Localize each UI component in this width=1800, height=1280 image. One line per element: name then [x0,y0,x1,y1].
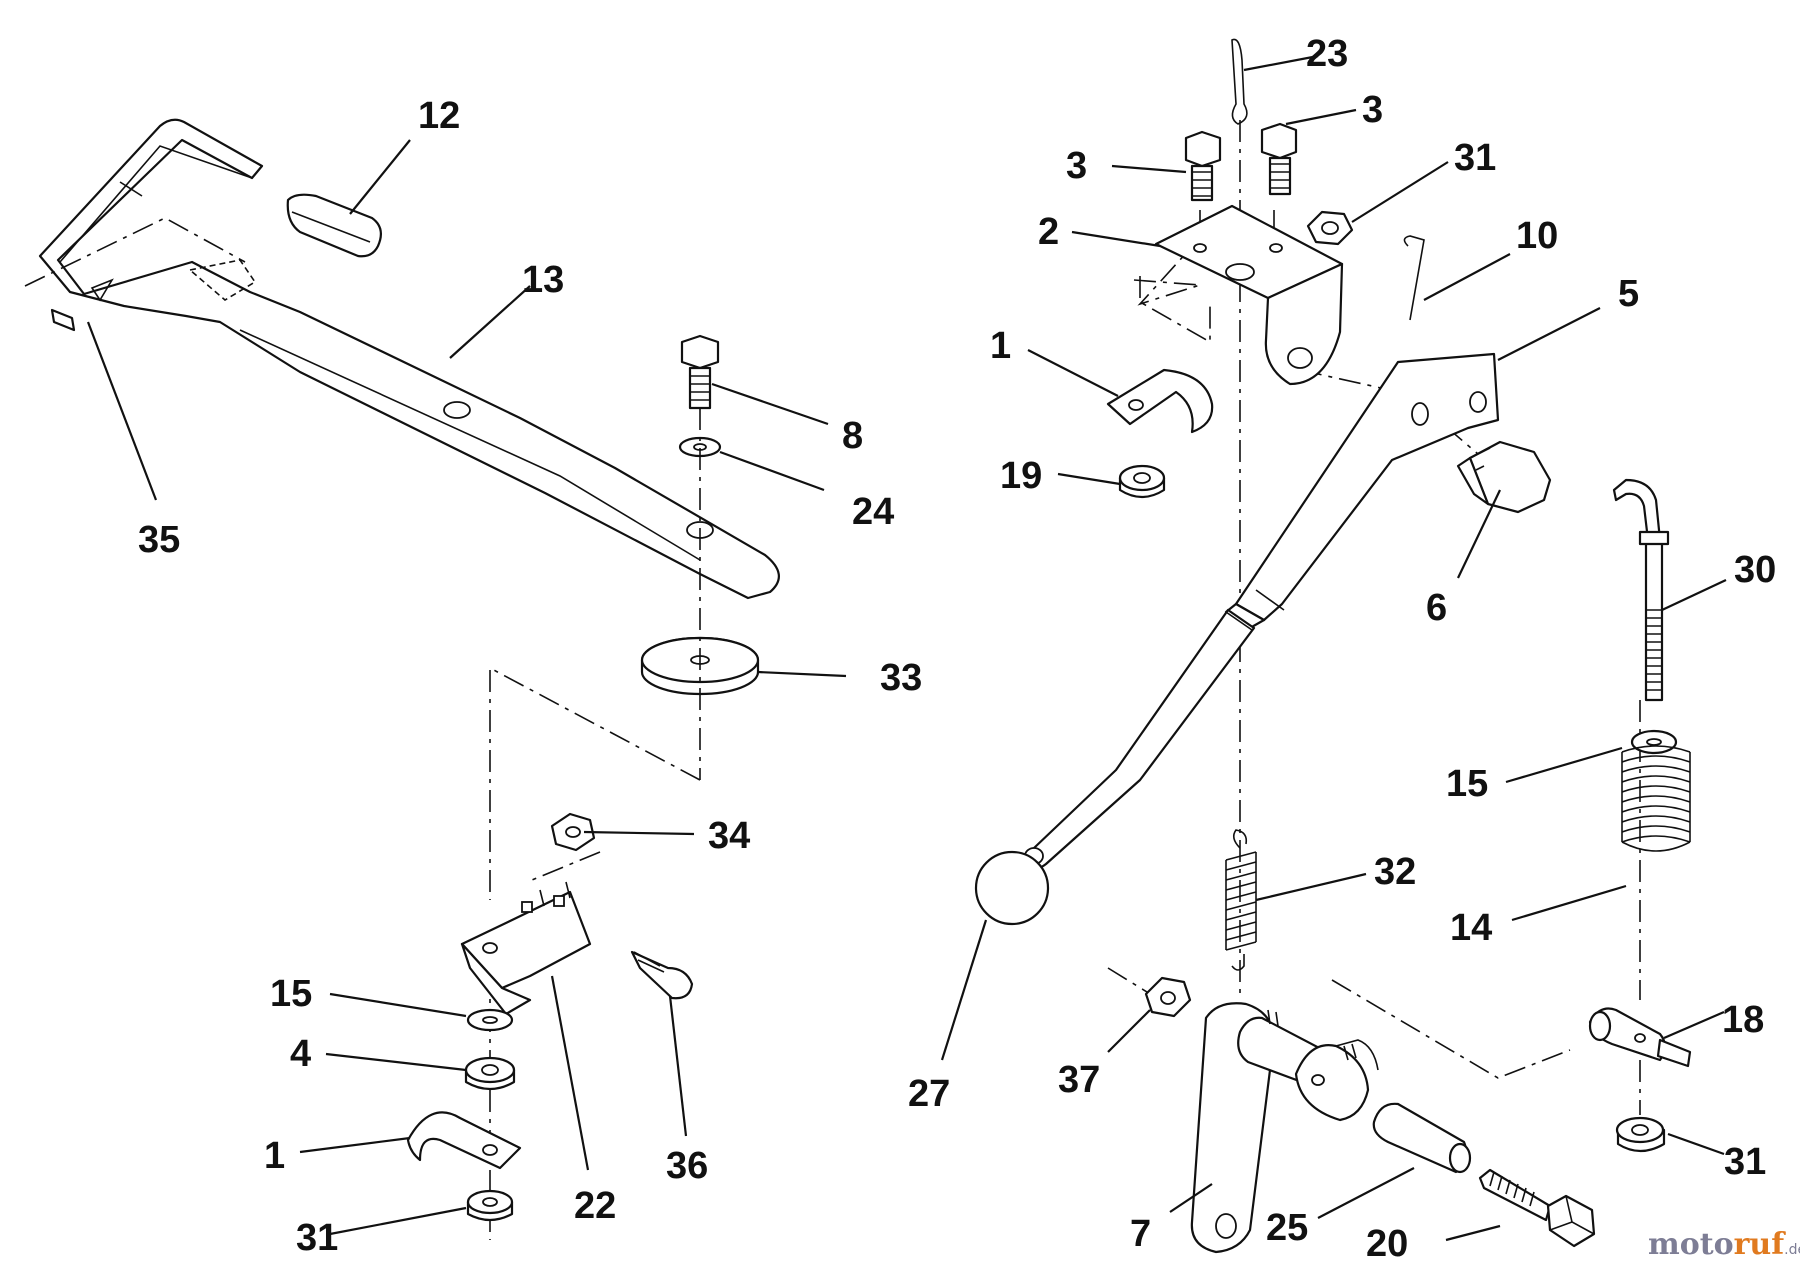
callout-8: 8 [842,415,863,457]
callout-19: 19 [1000,455,1042,497]
knob-part-27 [974,850,1050,926]
callout-32: 32 [1374,851,1416,893]
svg-text:motoruf.de: motoruf.de [1648,1227,1800,1262]
pin-part-35 [50,308,76,332]
bolt-part-3-right [1260,122,1298,196]
clip-part-1-right [1106,368,1214,434]
nut-part-34 [550,812,596,852]
guide-line-grip [24,217,246,287]
spring-part-14 [1621,745,1691,852]
callout-31: 31 [1454,137,1496,179]
bolt-part-8 [680,334,720,410]
guide-line-bracket-2 [1133,239,1201,306]
bolt-part-3-left [1184,130,1222,202]
grip-part-12 [286,193,383,258]
guide-line-left-box [489,666,701,900]
callout-14: 14 [1450,907,1492,949]
bellcrank-part-7 [1190,1002,1379,1254]
callout-7: 7 [1130,1213,1151,1255]
watermark-tld: .de [1784,1242,1800,1258]
callout-35: 35 [138,519,180,561]
callout-23: 23 [1306,33,1348,75]
callout-20: 20 [1366,1223,1408,1265]
callout-37: 37 [1058,1059,1100,1101]
callout-24: 24 [852,491,894,533]
handle-lever-part-13 [38,118,780,600]
callout-5: 5 [1618,273,1639,315]
watermark-brand-b: ruf [1734,1227,1787,1262]
shoulder-bolt-part-6 [1456,440,1552,514]
nut-part-31-left [466,1189,514,1222]
callout-1: 1 [990,325,1011,367]
callout-2: 2 [1038,211,1059,253]
guide-line-clip-1 [1139,276,1211,344]
spacer-part-25 [1372,1102,1472,1174]
carriage-bolt-part-36 [630,950,694,1000]
watermark-logo: motoruf.de [1648,1227,1800,1262]
ferrule-part-18 [1588,1007,1692,1068]
callout-13: 13 [522,259,564,301]
clip-part-1-left [406,1111,522,1170]
shift-lever-part-5 [1024,352,1500,870]
bolt-part-20 [1478,1168,1596,1248]
callout-15: 15 [1446,763,1488,805]
callout-30: 30 [1734,549,1776,591]
callout-31: 31 [296,1217,338,1259]
callout-27: 27 [908,1073,950,1115]
nut-part-37 [1144,976,1192,1018]
callout-3: 3 [1066,145,1087,187]
callout-31: 31 [1724,1141,1766,1183]
leader-lines [86,54,1727,1242]
washer-part-15-left [466,1008,514,1032]
bracket-part-22 [460,881,592,1016]
nut-part-31-top [1306,210,1354,246]
callout-36: 36 [666,1145,708,1187]
guide-line-bell [1331,979,1571,1079]
eyebolt-part-30 [1612,478,1670,702]
nut-part-4 [464,1056,516,1091]
callout-25: 25 [1266,1207,1308,1249]
callout-labels: 23 3 3 31 2 10 5 1 19 6 30 15 32 14 27 1… [138,33,1776,1265]
callout-3: 3 [1362,89,1383,131]
cotter-pin-part-23 [1231,38,1248,125]
nut-part-31-bottom [1615,1116,1666,1153]
callout-34: 34 [708,815,750,857]
callout-33: 33 [880,657,922,699]
bracket-part-2 [1154,204,1344,386]
extension-spring-part-32 [1225,829,1257,971]
guide-line-nut-34 [531,851,601,881]
callout-6: 6 [1426,587,1447,629]
callout-10: 10 [1516,215,1558,257]
cotter-pin-part-10 [1403,235,1425,321]
callout-4: 4 [290,1033,311,1075]
callout-1: 1 [264,1135,285,1177]
callout-22: 22 [574,1185,616,1227]
watermark-brand-a: moto [1648,1227,1734,1262]
callout-15: 15 [270,973,312,1015]
callout-18: 18 [1722,999,1764,1041]
callout-12: 12 [418,95,460,137]
nut-part-19 [1118,464,1166,499]
washer-part-15-right [1630,729,1678,755]
